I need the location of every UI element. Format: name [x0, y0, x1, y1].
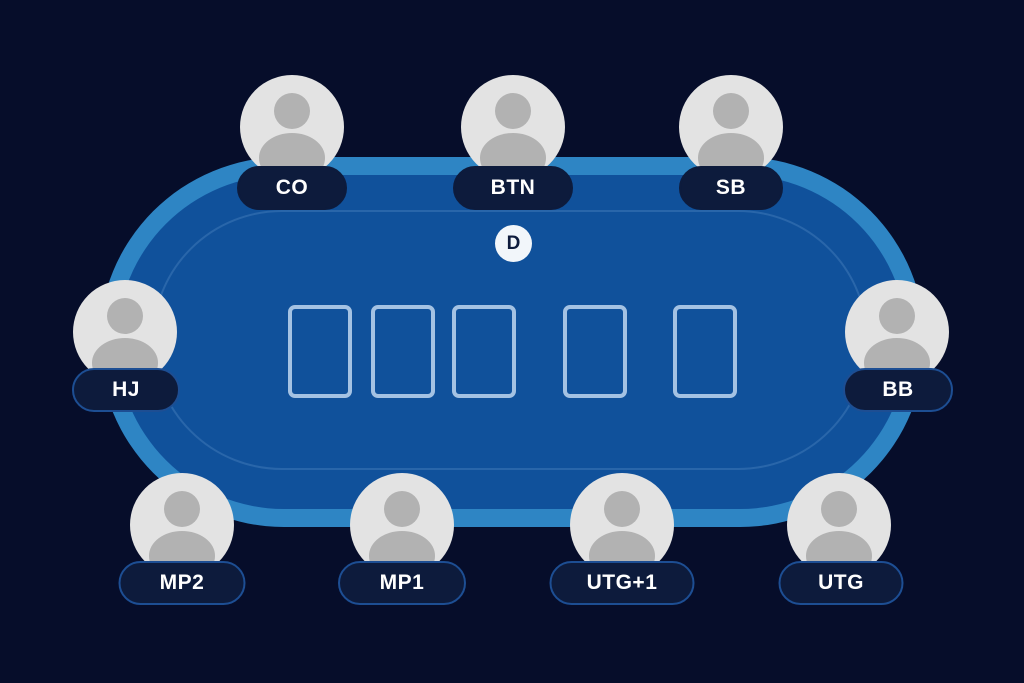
card-slot-turn [563, 305, 627, 398]
avatar-head-icon [163, 490, 201, 528]
player-avatar [787, 473, 891, 577]
position-label-btn: BTN [453, 166, 573, 210]
avatar-head-icon [878, 297, 916, 335]
player-avatar [845, 280, 949, 384]
player-avatar [240, 75, 344, 179]
position-label-utg-plus-1: UTG+1 [549, 561, 695, 605]
dealer-button: D [495, 225, 532, 262]
card-slot-flop-1 [288, 305, 352, 398]
player-avatar [130, 473, 234, 577]
avatar-head-icon [820, 490, 858, 528]
position-label-co: CO [237, 166, 347, 210]
avatar-head-icon [603, 490, 641, 528]
player-avatar [461, 75, 565, 179]
position-label-mp2: MP2 [118, 561, 246, 605]
card-slot-flop-2 [371, 305, 435, 398]
position-label-mp1: MP1 [338, 561, 466, 605]
avatar-head-icon [494, 92, 532, 130]
position-label-bb: BB [843, 368, 953, 412]
dealer-button-label: D [506, 232, 521, 254]
avatar-head-icon [712, 92, 750, 130]
position-label-hj: HJ [72, 368, 180, 412]
avatar-head-icon [383, 490, 421, 528]
position-label-sb: SB [679, 166, 783, 210]
card-slot-flop-3 [452, 305, 516, 398]
player-avatar [679, 75, 783, 179]
avatar-head-icon [106, 297, 144, 335]
position-label-utg: UTG [778, 561, 904, 605]
card-slot-river [673, 305, 737, 398]
avatar-head-icon [273, 92, 311, 130]
